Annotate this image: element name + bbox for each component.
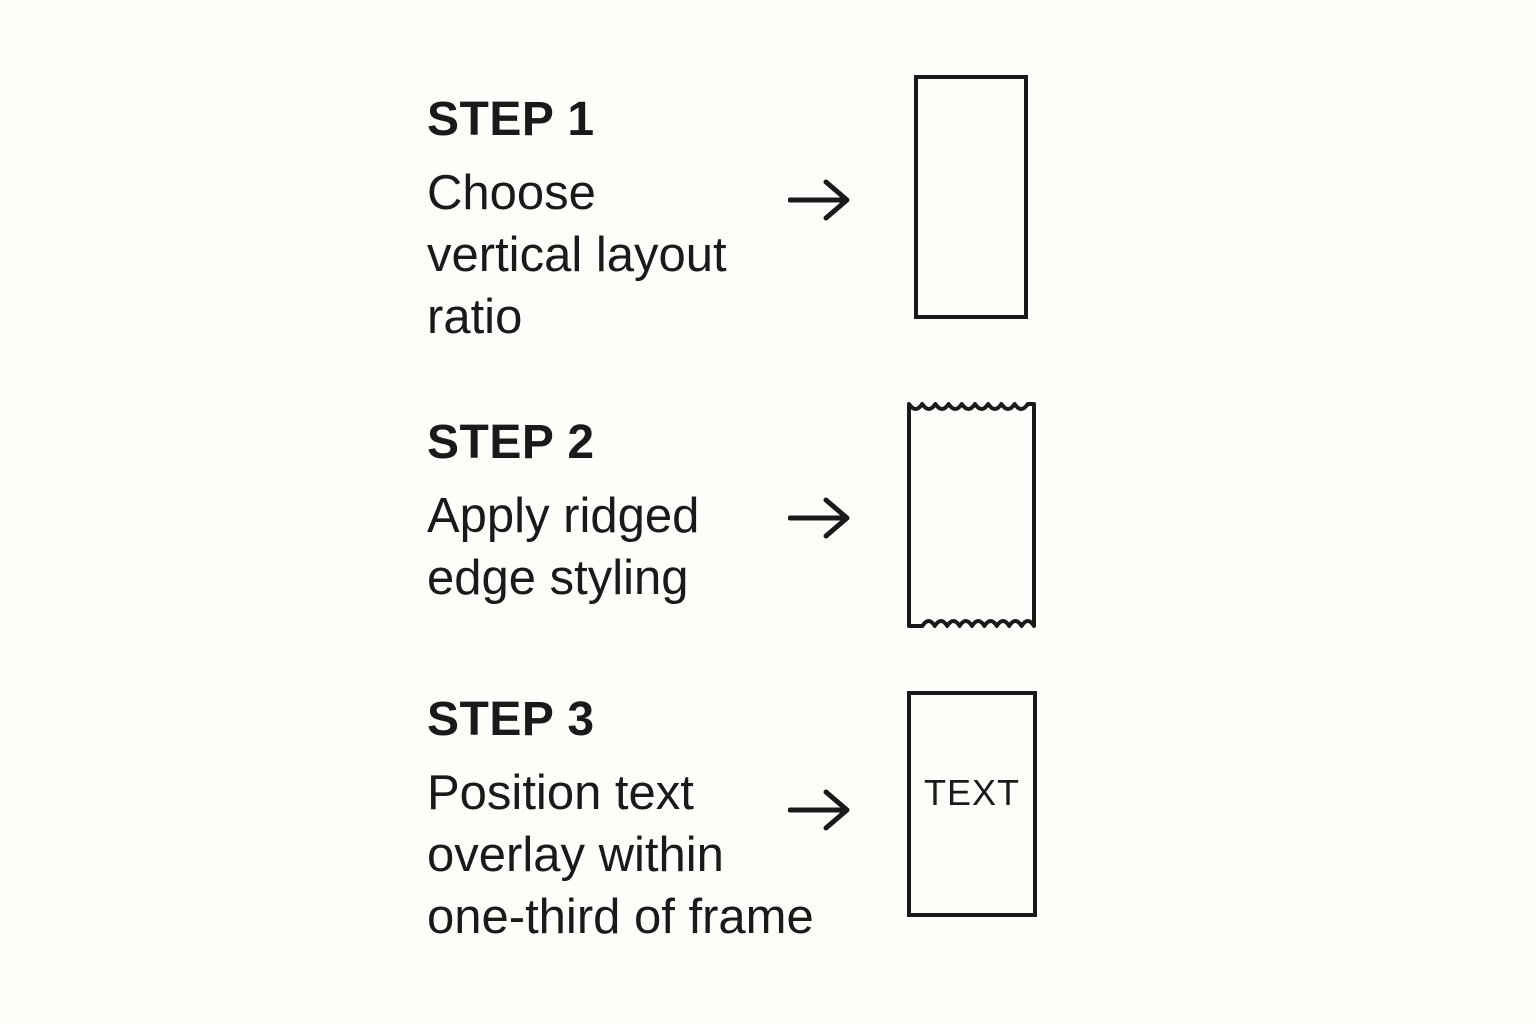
step-3-line-2: overlay within: [427, 828, 724, 882]
step-2-arrow-icon: [788, 497, 850, 539]
step-2-title: STEP 2: [427, 416, 595, 469]
step-3-description: Position text overlay within one-third o…: [427, 762, 814, 948]
step-3-line-3: one-third of frame: [427, 890, 814, 944]
step-3-arrow-icon: [788, 789, 850, 831]
step-1-line-2: vertical layout: [427, 228, 727, 282]
step-1: STEP 1 Choose vertical layout ratio: [427, 96, 727, 348]
step-1-description: Choose vertical layout ratio: [427, 162, 727, 348]
text-frame-icon: TEXT: [907, 691, 1037, 917]
step-1-arrow-icon: [788, 179, 850, 221]
step-2: STEP 2 Apply ridged edge styling: [427, 419, 699, 609]
step-3-line-1: Position text: [427, 766, 694, 820]
ridged-frame-icon: [907, 402, 1036, 628]
step-2-description: Apply ridged edge styling: [427, 485, 699, 609]
step-1-line-3: ratio: [427, 290, 523, 344]
step-1-title: STEP 1: [427, 93, 595, 146]
step-2-line-1: Apply ridged: [427, 489, 700, 543]
step-1-line-1: Choose: [427, 166, 596, 220]
vertical-frame-icon: [914, 75, 1028, 319]
step-2-line-2: edge styling: [427, 551, 689, 605]
step-3-title: STEP 3: [427, 693, 595, 746]
step-3: STEP 3 Position text overlay within one-…: [427, 696, 814, 948]
frame-text-label: TEXT: [924, 772, 1020, 813]
